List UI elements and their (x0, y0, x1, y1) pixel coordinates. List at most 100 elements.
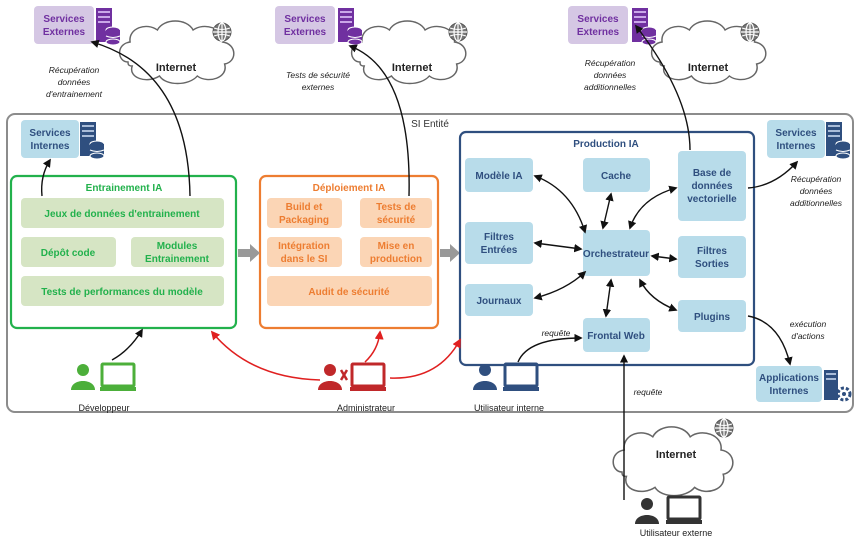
si-entite-container (6, 113, 854, 413)
svg-text:Développeur: Développeur (78, 403, 129, 413)
services-internes-right: Services Internes (767, 120, 851, 160)
svg-text:Services: Services (577, 14, 619, 25)
svg-text:requête: requête (542, 328, 571, 338)
note-execution-actions: exécution d'actions (790, 319, 827, 341)
orchestrateur-box (583, 230, 650, 276)
svg-text:Récupération: Récupération (49, 65, 100, 75)
stage-arrow-1 (238, 244, 260, 262)
svg-text:Entrées: Entrées (481, 245, 518, 256)
cache-box (583, 158, 650, 192)
svg-text:Applications: Applications (759, 373, 819, 384)
gear-icon (836, 386, 852, 402)
svg-text:Packaging: Packaging (279, 215, 329, 226)
svg-text:Sorties: Sorties (695, 259, 729, 270)
svg-text:additionnelles: additionnelles (584, 82, 637, 92)
audit-securite-box (267, 276, 432, 306)
modele-ia-box (465, 158, 533, 192)
globe-icon (448, 22, 468, 42)
svg-text:Déploiement IA: Déploiement IA (313, 183, 386, 194)
laptop-icon (98, 362, 138, 393)
note-recuperation-entrainement: Récupération données d'entrainement (46, 65, 103, 99)
external-arrows (40, 39, 410, 197)
build-packaging-box (267, 198, 342, 228)
jeux-donnees-box (21, 198, 224, 228)
svg-text:Cache: Cache (601, 171, 631, 182)
svg-text:données: données (691, 181, 733, 192)
services-internes-left: Services Internes (21, 120, 105, 160)
svg-text:dans le SI: dans le SI (281, 254, 328, 265)
internet-label-1: Internet (156, 62, 197, 74)
applications-internes: Applications Internes (756, 366, 852, 402)
svg-text:requête: requête (634, 387, 663, 397)
svg-text:données: données (58, 77, 91, 87)
plugins-box (678, 300, 746, 332)
svg-text:Jeux de données d'entrainement: Jeux de données d'entrainement (44, 209, 200, 220)
server-icon (95, 7, 121, 46)
svg-text:Filtres: Filtres (697, 246, 727, 257)
filtres-entrees-box (465, 222, 533, 264)
svg-text:Récupération: Récupération (791, 174, 842, 184)
base-donnees-vectorielle-box (678, 151, 746, 221)
note-recuperation-additionnelles-top: Récupération données additionnelles (584, 58, 637, 92)
frontal-web-box (583, 318, 650, 352)
person-icon (635, 498, 659, 524)
integration-si-box (267, 237, 342, 267)
svg-text:Intégration: Intégration (278, 241, 330, 252)
svg-text:additionnelles: additionnelles (790, 198, 843, 208)
utilisateur-interne-actor: Utilisateur interne requête (473, 328, 583, 413)
svg-text:Tests de sécurité: Tests de sécurité (286, 70, 350, 80)
entrainement-ia-panel: Entrainement IA Jeux de données d'entrai… (9, 174, 238, 330)
services-externes-2: Services Externes (275, 6, 363, 46)
svg-text:Orchestrateur: Orchestrateur (583, 249, 649, 260)
svg-text:Services: Services (43, 14, 85, 25)
globe-icon (714, 418, 734, 438)
svg-text:données: données (594, 70, 627, 80)
administrateur-actor: Administrateur (210, 330, 461, 413)
svg-text:d'entrainement: d'entrainement (46, 89, 103, 99)
globe-icon (212, 22, 232, 42)
laptop-icon (664, 495, 704, 526)
svg-text:Modules: Modules (157, 241, 198, 252)
svg-text:externes: externes (302, 82, 335, 92)
svg-text:Internes: Internes (777, 141, 816, 152)
utilisateur-externe-actor: Utilisateur externe requête (619, 354, 712, 538)
production-ia-panel: Production IA Modèle IA Cache Base de do… (458, 130, 756, 367)
services-externes-3: Services Externes (568, 6, 657, 46)
tools-icon (339, 369, 349, 381)
deploiement-ia-panel: Déploiement IA Build et Packaging Tests … (258, 174, 440, 330)
stage-arrow-2 (440, 244, 460, 262)
svg-text:production: production (370, 254, 422, 265)
person-icon (473, 364, 497, 390)
svg-text:Récupération: Récupération (585, 58, 636, 68)
svg-text:Entrainement: Entrainement (145, 254, 210, 265)
svg-text:Build et: Build et (286, 202, 323, 213)
tests-securite-box (360, 198, 432, 228)
svg-text:Tests de performances du modèl: Tests de performances du modèle (41, 287, 203, 298)
filtres-sorties-box (678, 236, 746, 278)
svg-text:Services: Services (775, 128, 817, 139)
person-icon (71, 364, 95, 390)
services-externes-1: Services Externes (34, 6, 121, 46)
svg-text:Entrainement IA: Entrainement IA (86, 183, 163, 194)
production-arrows (533, 24, 799, 366)
server-icon (79, 121, 105, 160)
note-tests-securite-externes: Tests de sécurité externes (286, 70, 350, 92)
svg-text:Services: Services (29, 128, 71, 139)
svg-text:Frontal Web: Frontal Web (587, 331, 645, 342)
internet-label-2: Internet (392, 62, 433, 74)
cloud-icon (612, 426, 734, 497)
svg-text:Externes: Externes (43, 27, 86, 38)
depot-code-box (21, 237, 116, 267)
svg-text:Base de: Base de (693, 168, 732, 179)
svg-text:Dépôt code: Dépôt code (41, 248, 96, 259)
svg-text:données: données (800, 186, 833, 196)
svg-text:Administrateur: Administrateur (337, 403, 395, 413)
person-icon (318, 364, 342, 390)
svg-text:Journaux: Journaux (476, 296, 521, 307)
svg-text:Internes: Internes (770, 386, 809, 397)
svg-text:d'actions: d'actions (791, 331, 825, 341)
svg-text:Audit de sécurité: Audit de sécurité (308, 287, 390, 298)
svg-text:sécurité: sécurité (377, 215, 416, 226)
svg-text:Utilisateur interne: Utilisateur interne (474, 403, 544, 413)
tests-performances-box (21, 276, 224, 306)
